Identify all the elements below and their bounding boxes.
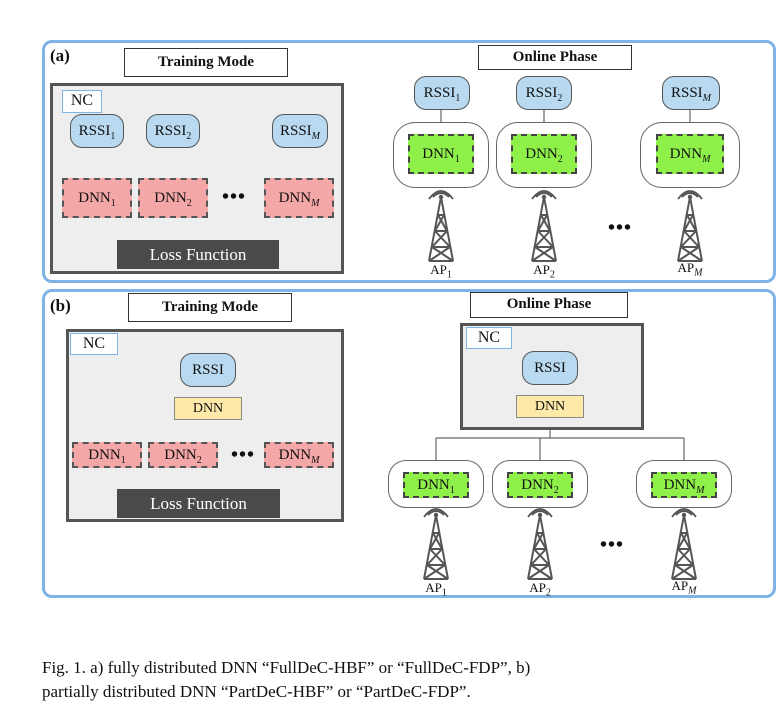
panel-a-loss-function: Loss Function bbox=[117, 240, 279, 269]
panel-b-online-head-2: DNN2 bbox=[507, 472, 573, 498]
panel-b-ap-label-m: APM bbox=[671, 578, 697, 597]
panel-b-train-head-1: DNN1 bbox=[72, 442, 142, 468]
panel-b-ap-label-1: AP1 bbox=[425, 580, 447, 599]
panel-a-online-title: Online Phase bbox=[478, 45, 632, 70]
panel-b-label: (b) bbox=[50, 296, 71, 315]
panel-b-train-head-m: DNNM bbox=[264, 442, 334, 468]
panel-a-training-title: Training Mode bbox=[124, 48, 288, 77]
panel-a-train-dnn-m: DNNM bbox=[264, 178, 334, 218]
panel-a-label: (a) bbox=[50, 46, 70, 65]
figure-caption-line-1: Fig. 1. a) fully distributed DNN “FullDe… bbox=[42, 658, 531, 677]
panel-a-train-dnn-2: DNN2 bbox=[138, 178, 208, 218]
panel-b-online-dnn: DNN bbox=[516, 395, 584, 418]
panel-a-online-rssi-1: RSSI1 bbox=[414, 76, 470, 110]
panel-a-online-rssi-2: RSSI2 bbox=[516, 76, 572, 110]
panel-b-training-title: Training Mode bbox=[128, 293, 292, 322]
panel-a-online-dnn-2: DNN2 bbox=[511, 134, 577, 174]
panel-a-train-rssi-m: RSSIM bbox=[272, 114, 328, 148]
panel-a-train-ellipsis: ••• bbox=[222, 186, 247, 208]
panel-b-train-rssi: RSSI bbox=[180, 353, 236, 387]
panel-b-ap-label-2: AP2 bbox=[529, 580, 551, 599]
panel-b-online-nc-tag: NC bbox=[466, 327, 512, 349]
panel-b-nc-tag: NC bbox=[70, 333, 118, 355]
panel-a-ap-label-m: APM bbox=[677, 260, 703, 279]
panel-a-train-dnn-1: DNN1 bbox=[62, 178, 132, 218]
panel-a-train-rssi-2: RSSI2 bbox=[146, 114, 200, 148]
panel-b-online-rssi: RSSI bbox=[522, 351, 578, 385]
panel-a-online-dnn-1: DNN1 bbox=[408, 134, 474, 174]
panel-a bbox=[42, 40, 776, 283]
panel-a-train-rssi-1: RSSI1 bbox=[70, 114, 124, 148]
panel-b-train-head-2: DNN2 bbox=[148, 442, 218, 468]
figure-caption-line-2: partially distributed DNN “PartDeC-HBF” … bbox=[42, 682, 471, 701]
panel-b-train-dnn: DNN bbox=[174, 397, 242, 420]
panel-a-ap-label-1: AP1 bbox=[430, 262, 452, 281]
panel-b-online-ellipsis: ••• bbox=[600, 534, 625, 556]
panel-b-online-head-1: DNN1 bbox=[403, 472, 469, 498]
panel-b-online-head-m: DNNM bbox=[651, 472, 717, 498]
panel-a-nc-tag: NC bbox=[62, 90, 102, 113]
panel-a-ap-label-2: AP2 bbox=[533, 262, 555, 281]
panel-a-online-dnn-m: DNNM bbox=[656, 134, 724, 174]
panel-a-online-rssi-m: RSSIM bbox=[662, 76, 720, 110]
panel-b-online-title: Online Phase bbox=[470, 292, 628, 318]
panel-b-loss-function: Loss Function bbox=[117, 489, 280, 518]
panel-a-online-ellipsis: ••• bbox=[608, 217, 633, 239]
panel-b-train-ellipsis: ••• bbox=[231, 444, 256, 466]
panel-b bbox=[42, 289, 776, 598]
